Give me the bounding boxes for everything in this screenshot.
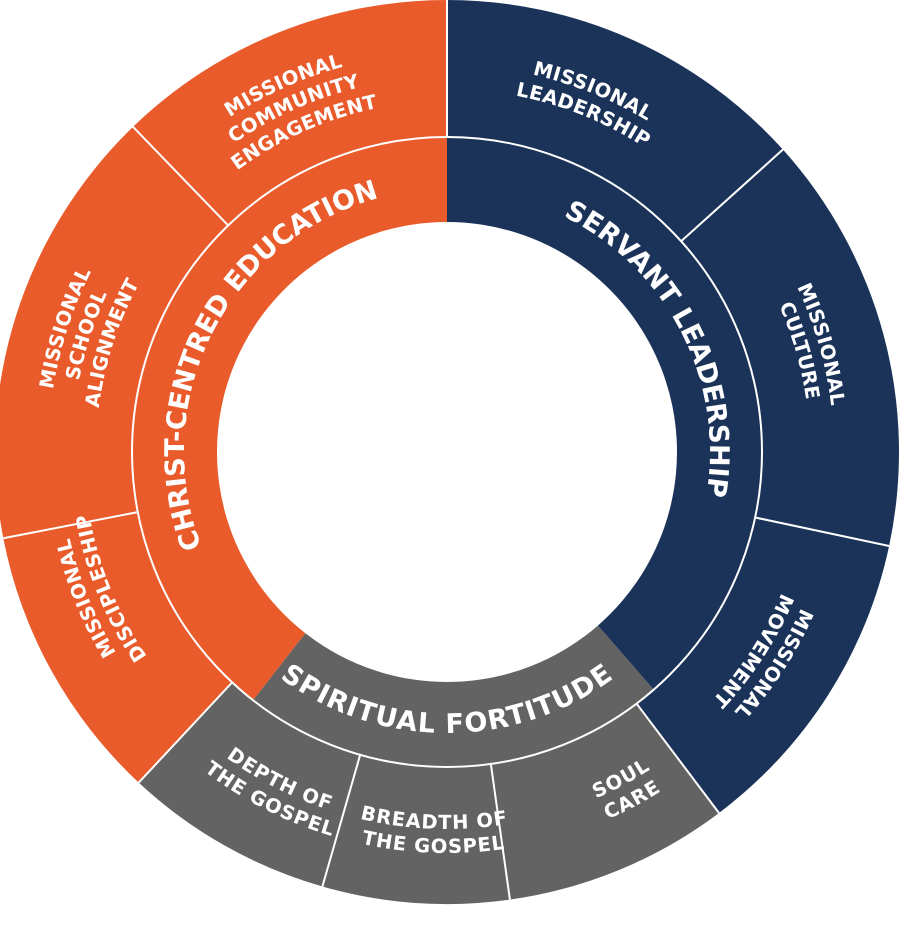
outer-segment-soul-care [490,703,720,900]
inner-ring-segment-spiritual-fortitude [253,625,654,767]
outer-segment-breadth-of-the-gospel [322,754,510,904]
inner-ring-segment-christ-centred-education [132,137,448,701]
outer-segment-divider [680,148,784,242]
outer-segment-missional-movement [636,517,890,813]
outer-segment-missional-leadership [447,0,783,242]
outer-segment-missional-community-engagement [133,0,447,226]
outer-segment-divider [489,763,511,900]
ring-boundary [131,136,763,768]
inner-ring [132,137,762,767]
outer-segment-divider [3,511,138,540]
outer-segment-missional-discipleship [3,512,233,783]
outer-segment-missional-culture [681,149,899,546]
outer-segment-divider [321,754,362,887]
outer-segment-divider [635,702,720,814]
outer-segment-divider [138,681,233,784]
outer-segment-divider [754,516,890,547]
outer-segment-missional-school-alignment [0,126,229,539]
outer-segment-divider [132,126,229,227]
ring-dividers [3,0,890,900]
inner-ring-segment-servant-leadership [447,137,762,690]
outer-ring [0,0,899,904]
